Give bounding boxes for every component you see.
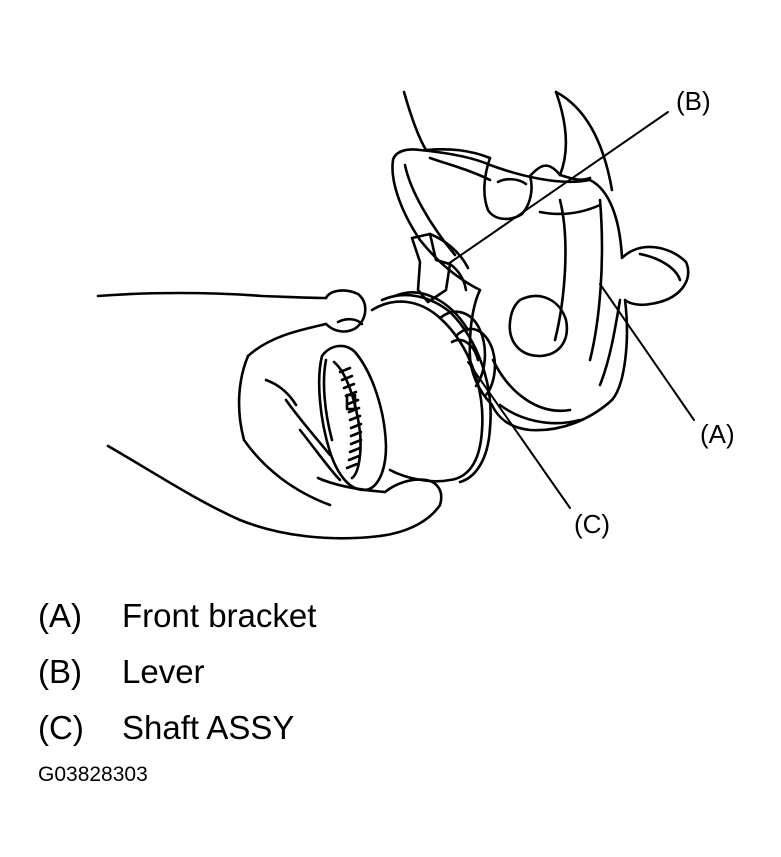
leader-line-a [599,283,695,421]
lever [410,232,470,304]
leader-lines [447,111,695,509]
legend-item-shaft-assy: (C) Shaft ASSY [38,700,316,756]
legend-key: (B) [38,653,82,690]
lower-hand [96,289,443,540]
assembly-illustration [96,90,695,540]
legend-label: Front bracket [122,597,317,634]
callout-label-b: (B) [676,86,711,116]
legend-key: (A) [38,597,82,634]
legend-label: Shaft ASSY [122,709,295,746]
upper-hand [402,90,614,221]
legend-item-lever: (B) Lever [38,644,316,700]
parts-legend: (A) Front bracket (B) Lever (C) Shaft AS… [38,588,316,756]
callout-label-c: (C) [574,509,611,539]
shaft-assy [317,291,497,492]
legend-key: (C) [38,709,84,746]
legend-label: Lever [122,653,205,690]
callout-label-a: (A) [700,419,735,449]
front-bracket [391,148,690,432]
leader-line-b [447,111,669,265]
leader-line-c [467,361,571,509]
legend-item-front-bracket: (A) Front bracket [38,588,316,644]
figure-code: G03828303 [38,763,148,786]
